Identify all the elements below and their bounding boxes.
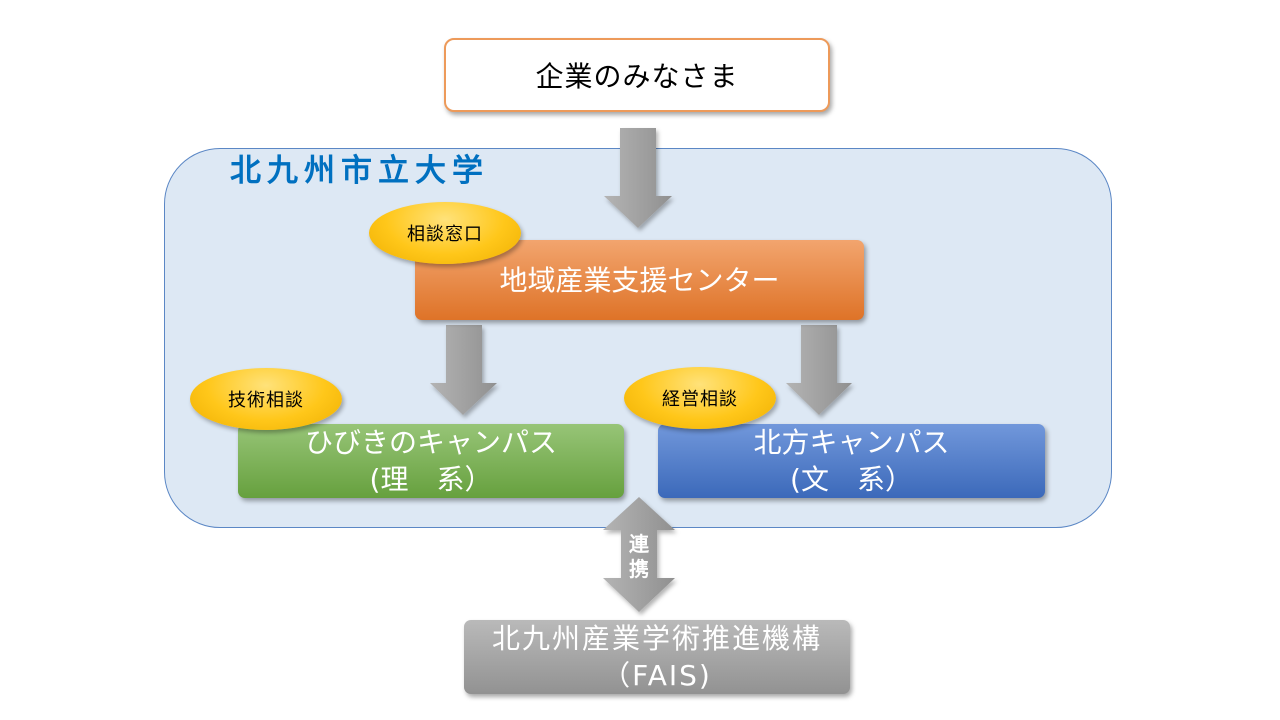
management-consultation-badge: 経営相談 xyxy=(624,367,776,429)
kitagata-campus-field: (文 系） xyxy=(790,463,913,496)
link-label-char-1: 連 xyxy=(629,532,649,556)
university-title: 北九州市立大学 xyxy=(230,153,489,189)
hibikino-campus-field: (理 系） xyxy=(369,463,493,496)
fais-abbr: （FAIS) xyxy=(602,659,712,692)
link-label-char-2: 携 xyxy=(629,557,649,581)
fais-name: 北九州産業学術推進機構 xyxy=(491,622,822,655)
client-box-label: 企業のみなさま xyxy=(535,60,739,93)
consultation-desk-badge: 相談窓口 xyxy=(369,202,521,264)
tech-consultation-label: 技術相談 xyxy=(228,390,304,411)
kitagata-campus-box: 北方キャンパス (文 系） xyxy=(658,424,1045,498)
support-center-label: 地域産業支援センター xyxy=(499,263,780,297)
hibikino-campus-box: ひびきのキャンパス (理 系） xyxy=(238,424,624,498)
link-label: 連 携 xyxy=(621,532,657,582)
fais-box: 北九州産業学術推進機構 （FAIS) xyxy=(464,620,850,694)
hibikino-campus-name: ひびきのキャンパス xyxy=(304,426,557,459)
client-box: 企業のみなさま xyxy=(444,38,830,112)
tech-consultation-badge: 技術相談 xyxy=(190,368,342,430)
kitagata-campus-name: 北方キャンパス xyxy=(753,426,950,459)
management-consultation-label: 経営相談 xyxy=(662,389,738,410)
consultation-desk-label: 相談窓口 xyxy=(407,224,483,245)
